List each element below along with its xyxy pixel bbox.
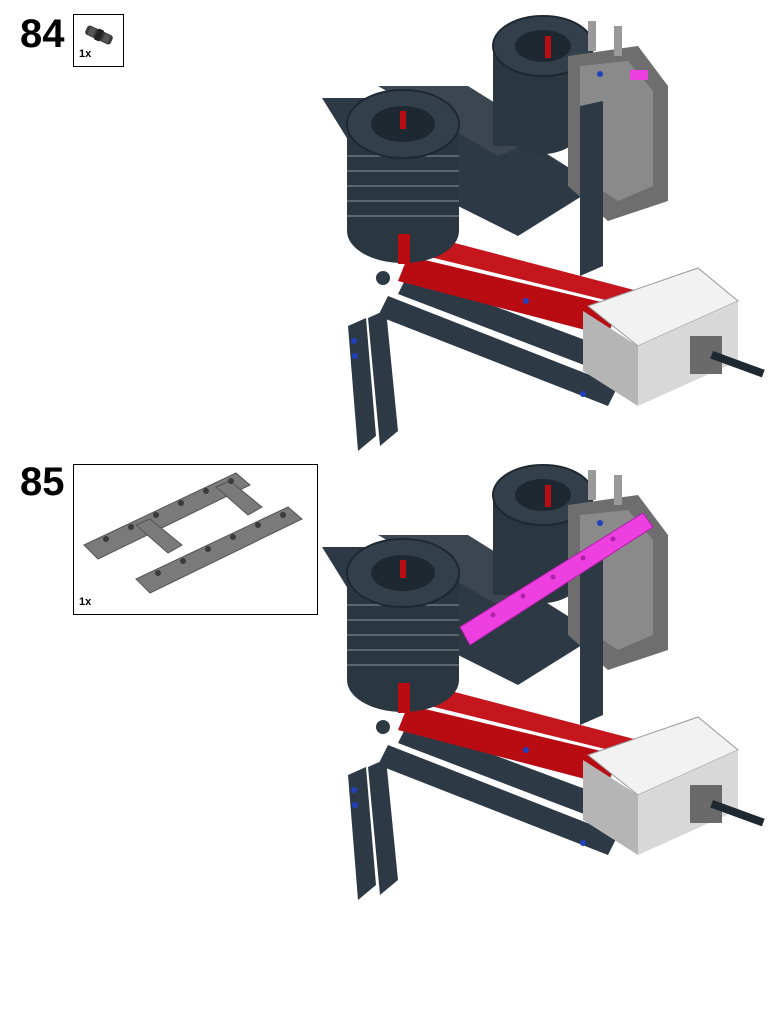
parts-callout: 1x	[73, 464, 318, 615]
red-beam	[418, 685, 638, 755]
upright-frame	[568, 21, 668, 276]
step-number: 85	[20, 460, 65, 504]
red-beam	[398, 705, 618, 785]
motor	[583, 716, 765, 855]
red-beam	[418, 236, 638, 306]
base-beam	[378, 296, 618, 406]
base-beam	[378, 745, 618, 855]
part-quantity: 1x	[79, 596, 92, 608]
red-beam	[398, 256, 618, 336]
parts-callout: 1x	[73, 14, 124, 67]
step-number: 84	[20, 12, 65, 56]
new-part-highlight	[459, 512, 654, 646]
tire-front	[346, 89, 460, 264]
base-beam	[398, 723, 628, 827]
vertical-beam	[348, 759, 398, 900]
model-render-step-84	[318, 6, 768, 458]
vertical-beam	[348, 310, 398, 451]
frame-liftarm-icon	[83, 472, 303, 594]
motor	[583, 267, 765, 406]
model-render-step-85	[318, 455, 768, 907]
part-quantity: 1x	[79, 48, 92, 60]
tire-front	[346, 538, 460, 713]
connector-peg-icon	[85, 25, 113, 45]
upright-frame	[568, 470, 668, 725]
base-beam	[398, 274, 628, 378]
